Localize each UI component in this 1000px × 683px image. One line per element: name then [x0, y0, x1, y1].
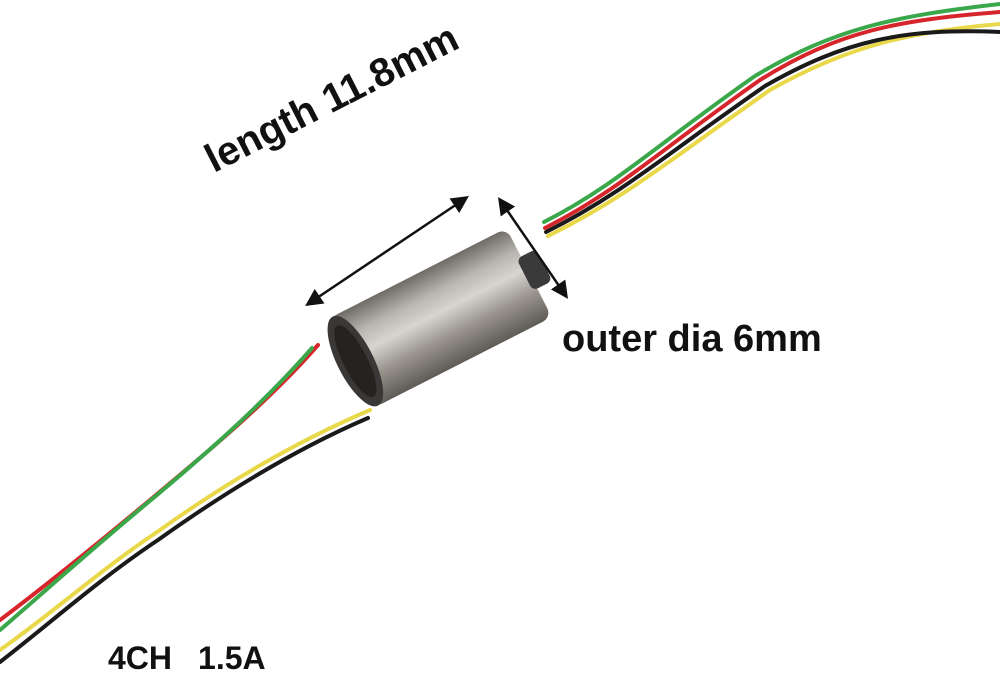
diameter-annotation: outer dia 6mm: [562, 318, 822, 360]
channel-count: 4CH: [108, 640, 173, 676]
length-dimension-arrow: [305, 196, 469, 306]
right-wire-bundle: [542, 2, 1000, 238]
left-wire-bundle-upper: [0, 343, 320, 632]
diameter-dimension-arrow: [498, 197, 568, 299]
left-wire-bundle-lower: [0, 408, 372, 664]
current-rating: 1.5A: [198, 640, 266, 676]
slip-ring-body: [327, 231, 551, 407]
spec-caption: 4CH 1.5A: [108, 640, 292, 677]
